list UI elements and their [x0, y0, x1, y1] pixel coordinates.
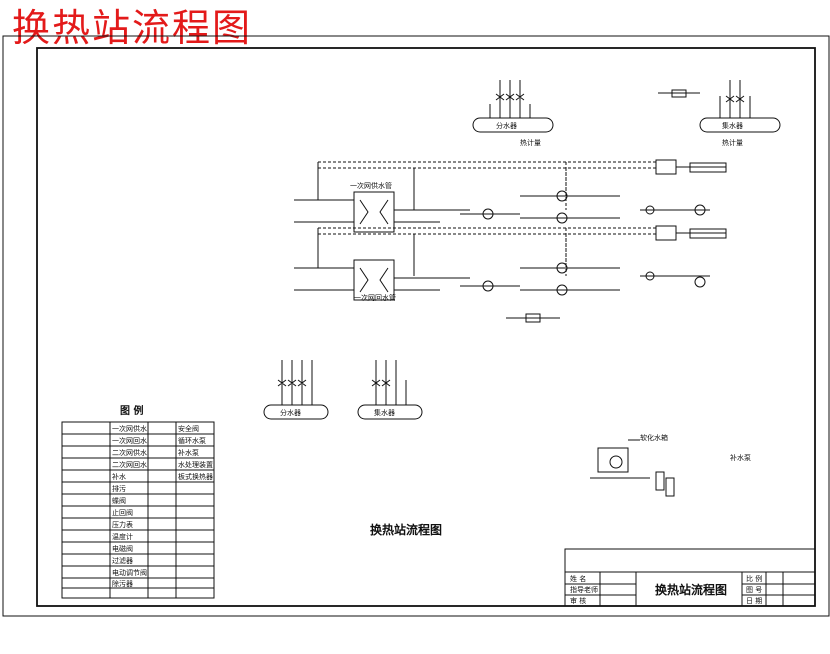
legend-left-9: 压力表 [112, 520, 133, 529]
legend-table [61, 421, 215, 599]
title-block-right-3: 日 期 [746, 597, 762, 605]
manifold-top-2 [658, 80, 781, 133]
legend-right-5: 板式换热器 [178, 472, 213, 481]
legend-left-7: 蝶阀 [112, 496, 126, 505]
manifold-bottom-2 [357, 360, 423, 420]
heat-exchanger-1 [294, 191, 470, 233]
legend-right-1: 安全阀 [178, 424, 199, 433]
title-block-left-1: 姓 名 [570, 574, 586, 583]
title-block-left-3: 审 核 [570, 596, 586, 605]
legend-left-13: 电动调节阀 [112, 568, 147, 577]
legend-left-1: 一次网供水 [112, 424, 147, 433]
legend-right-4: 水处理装置 [178, 460, 213, 469]
legend-left-8: 止回阀 [112, 508, 133, 517]
pump-group-1 [460, 190, 620, 224]
legend-left-14: 除污器 [112, 579, 133, 588]
title-block [564, 548, 816, 607]
title-block-drawing-name: 换热站流程图 [655, 582, 727, 597]
heat-exchanger-top-label: 一次网供水管 [350, 181, 392, 190]
title-block-right-2: 图 号 [746, 586, 762, 594]
legend-left-3: 二次网供水 [112, 448, 147, 457]
manifold-label-2: 集水器 [722, 121, 743, 130]
legend-left-6: 排污 [112, 484, 126, 493]
manifold-label-3: 分水器 [280, 408, 301, 417]
page-title: 换热站流程图 [12, 6, 253, 50]
legend-title: 图 例 [120, 404, 143, 417]
legend-left-10: 温度计 [112, 532, 133, 541]
center-caption: 换热站流程图 [370, 522, 442, 537]
outer-frame [2, 35, 830, 617]
heat-exchanger-2 [294, 259, 470, 301]
tank-label: 软化水箱 [640, 433, 668, 442]
legend-right-2: 循环水泵 [178, 436, 206, 445]
manifold-label-1: 分水器 [496, 121, 517, 130]
meter-label-1: 热计量 [520, 138, 541, 147]
controller-1 [655, 159, 677, 175]
legend-left-4: 二次网回水 [112, 460, 147, 469]
manifold-label-4: 集水器 [374, 408, 395, 417]
note-label: 补水泵 [730, 453, 751, 462]
controller-2 [655, 225, 677, 241]
softened-water-tank [590, 439, 675, 497]
legend-left-11: 电磁阀 [112, 544, 133, 553]
legend-left-5: 补水 [112, 472, 126, 481]
manifold-top-1 [472, 80, 554, 133]
legend-left-2: 一次网回水 [112, 436, 147, 445]
pump-group-2 [460, 262, 620, 296]
heat-exchanger-bottom-label: 一次网回水管 [354, 293, 396, 302]
title-block-right-1: 比 例 [746, 574, 762, 583]
legend-left-12: 过滤器 [112, 556, 133, 565]
title-block-left-2: 指导老师 [570, 585, 598, 594]
manifold-bottom-1 [263, 360, 329, 420]
meter-label-2: 热计量 [722, 138, 743, 147]
legend-right-3: 补水泵 [178, 448, 199, 457]
inner-frame [36, 47, 816, 607]
